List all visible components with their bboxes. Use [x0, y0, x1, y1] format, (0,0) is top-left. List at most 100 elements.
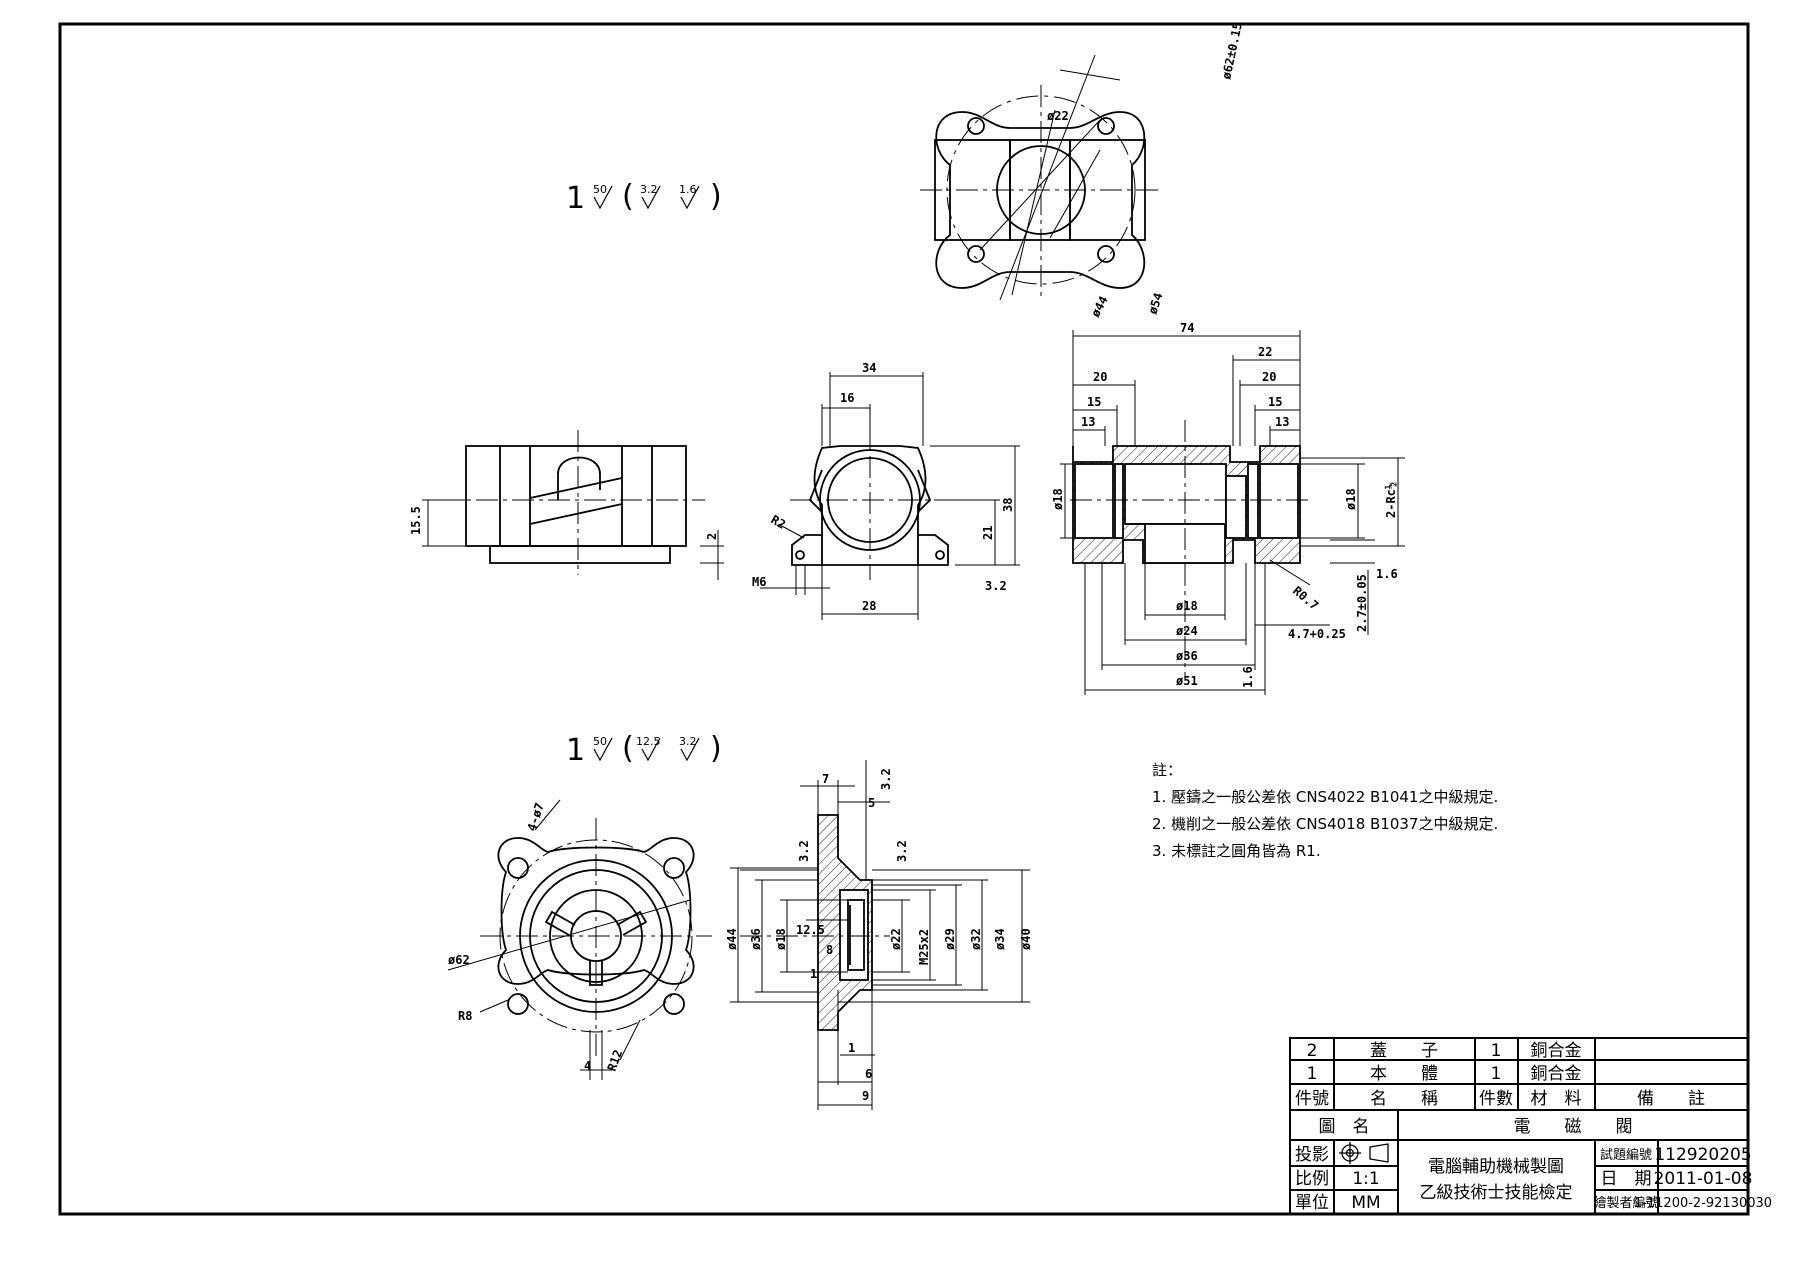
body-side-view — [465, 445, 687, 564]
finish-base-cover: 1 — [566, 733, 585, 768]
unit-value: MM — [1351, 1193, 1380, 1213]
dim-csec-3_2c: 3.2 — [797, 840, 811, 862]
dim-sec-phi18a: ø18 — [1051, 488, 1065, 510]
cover-plan-dims — [447, 799, 712, 1080]
dim-sec-13b: 13 — [1275, 415, 1289, 429]
note-2: 2. 機削之一般公差依 CNS4018 B1037之中級規定. — [1152, 815, 1498, 833]
header-remark: 備 註 — [1637, 1089, 1705, 1109]
dim-cover-R12: R12 — [605, 1048, 626, 1073]
part-2-name: 蓋 子 — [1370, 1041, 1438, 1061]
dim-side-2: 2 — [705, 533, 719, 540]
dim-sec-1_6a: 1.6 — [1376, 567, 1398, 581]
dim-sec-13a: 13 — [1081, 415, 1095, 429]
svg-text:(: ( — [622, 179, 634, 214]
dim-csec-phi22: ø22 — [889, 928, 903, 950]
dim-side-15_5: 15.5 — [409, 506, 423, 535]
dim-top-phi54: ø54 — [1146, 291, 1166, 316]
unit-label: 單位 — [1295, 1193, 1329, 1213]
surface-finish-body: 1 50 ( 3.2 1.6 ) — [566, 179, 722, 216]
dim-sec-2Rc: 2-Rc½ — [1384, 482, 1398, 518]
projection-label: 投影 — [1295, 1145, 1329, 1165]
dim-csec-6: 6 — [865, 1067, 872, 1081]
drawing-border — [58, 22, 1750, 1216]
cover-section-view — [817, 814, 873, 1031]
finish-paren2-body: 1.6 — [679, 183, 697, 196]
header-material: 材 料 — [1531, 1089, 1582, 1109]
top-view-centerlines — [920, 54, 1162, 301]
dim-front-16: 16 — [840, 391, 854, 405]
dim-cover-4phi7: 4-ø7 — [525, 801, 547, 833]
dim-sec-2_7: 2.7±0.05 — [1355, 574, 1369, 632]
finish-base-body: 1 — [566, 181, 585, 216]
dim-front-38: 38 — [1001, 498, 1015, 512]
dim-csec-9: 9 — [862, 1089, 869, 1103]
dim-front-3_2: 3.2 — [985, 579, 1007, 593]
dim-sec-1_6b: 1.6 — [1241, 666, 1255, 688]
dim-front-21: 21 — [981, 526, 995, 540]
part-1-name: 本 體 — [1370, 1064, 1438, 1084]
dim-sec-phi18b: ø18 — [1344, 488, 1358, 510]
drafter-no: 1-11200-2-92130030 — [1634, 1196, 1772, 1211]
finish-paren2-cover: 3.2 — [679, 735, 697, 748]
dim-csec-12_5: 12.5 — [796, 923, 825, 937]
dim-cover-R8: R8 — [458, 1009, 472, 1023]
part-1-no: 1 — [1307, 1064, 1318, 1084]
header-no: 件號 — [1295, 1089, 1329, 1109]
dim-sec-phi51: ø51 — [1176, 674, 1198, 688]
dim-sec-15a: 15 — [1087, 395, 1101, 409]
dim-front-M6: M6 — [752, 575, 766, 589]
date-value: 2011-01-08 — [1654, 1169, 1753, 1189]
title-block: 2 蓋 子 1 銅合金 1 本 體 1 銅合金 件號 名 稱 件數 材 料 備 … — [1289, 1037, 1772, 1215]
dim-sec-phi24: ø24 — [1176, 624, 1198, 638]
dim-csec-1b: 1 — [848, 1041, 855, 1055]
section-view-dims — [1060, 330, 1405, 695]
dim-sec-R0_7: R0.7 — [1290, 584, 1321, 613]
dim-csec-7: 7 — [822, 772, 829, 786]
header-name: 名 稱 — [1370, 1089, 1438, 1109]
exam-no-label: 試題編號 — [1600, 1147, 1652, 1163]
dim-csec-phi44: ø44 — [725, 928, 739, 950]
dim-csec-phi36: ø36 — [749, 928, 763, 950]
dim-sec-phi36: ø36 — [1176, 649, 1198, 663]
dim-sec-74: 74 — [1180, 321, 1194, 335]
front-view-dims — [760, 372, 1020, 620]
part-2-no: 2 — [1307, 1041, 1318, 1061]
dim-top-phi22: ø22 — [1047, 109, 1069, 123]
dim-front-34: 34 — [862, 361, 876, 375]
notes-heading: 註： — [1152, 761, 1182, 779]
note-3: 3. 未標註之圓角皆為 R1. — [1152, 842, 1321, 860]
dim-csec-3_2b: 3.2 — [895, 840, 909, 862]
dim-csec-3_2a: 3.2 — [879, 768, 893, 790]
part-1-material: 銅合金 — [1531, 1064, 1582, 1084]
dim-csec-1a: 1 — [810, 967, 817, 981]
dim-csec-8: 8 — [826, 943, 833, 957]
part-1-qty: 1 — [1491, 1064, 1502, 1084]
finish-value-body: 50 — [593, 183, 607, 196]
dim-sec-20b: 20 — [1262, 370, 1276, 384]
exam-no: 112920205 — [1654, 1145, 1751, 1165]
dim-csec-phi40: ø40 — [1019, 928, 1033, 950]
dim-sec-20a: 20 — [1093, 370, 1107, 384]
drawing-name-label: 圖 名 — [1319, 1117, 1370, 1137]
dim-front-28: 28 — [862, 599, 876, 613]
dim-sec-22: 22 — [1258, 345, 1272, 359]
dim-csec-5: 5 — [868, 796, 875, 810]
dim-csec-phi32: ø32 — [969, 928, 983, 950]
dim-csec-phi29: ø29 — [943, 928, 957, 950]
scale-value: 1:1 — [1352, 1169, 1379, 1189]
header-qty: 件數 — [1479, 1089, 1513, 1109]
notes: 註： 1. 壓鑄之一般公差依 CNS4022 B1041之中級規定. 2. 機削… — [1152, 761, 1498, 860]
dim-top-phi62: ø62±0.15 — [1219, 21, 1245, 80]
projection-symbol-icon — [1339, 1142, 1389, 1164]
svg-text:): ) — [710, 179, 722, 214]
surface-finish-cover: 1 50 ( 12.5 3.2 ) — [566, 731, 722, 768]
body-section-view — [1072, 445, 1301, 564]
finish-paren1-body: 3.2 — [640, 183, 658, 196]
scale-label: 比例 — [1295, 1169, 1329, 1189]
dim-csec-phi18: ø18 — [774, 928, 788, 950]
part-2-qty: 1 — [1491, 1041, 1502, 1061]
org-line-1: 電腦輔助機械製圖 — [1428, 1157, 1564, 1177]
cover-section-dims — [730, 760, 1030, 1110]
dim-sec-phi18c: ø18 — [1176, 599, 1198, 613]
